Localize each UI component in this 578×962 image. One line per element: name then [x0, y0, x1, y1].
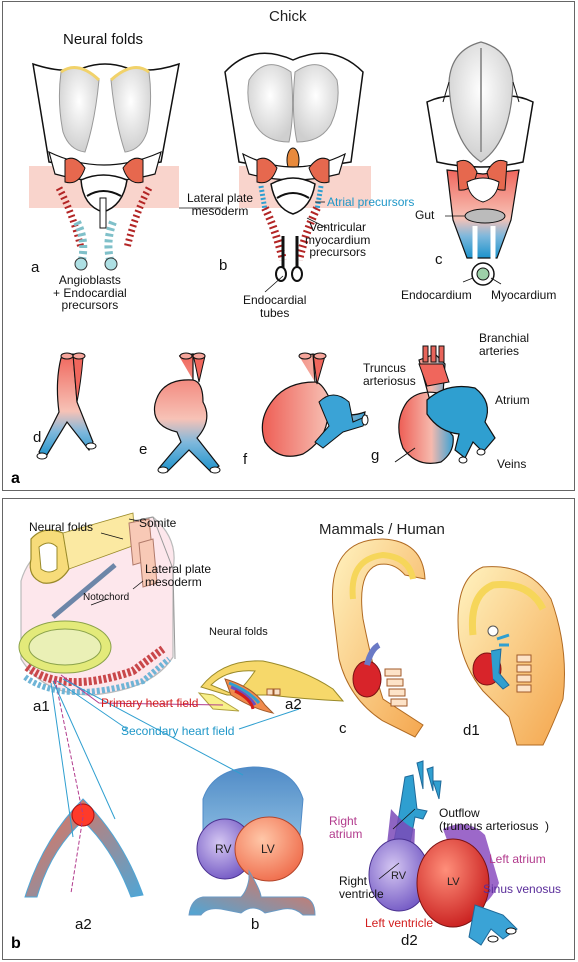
- label-sinus-venosus: Sinus venosus: [483, 882, 562, 896]
- label-primary-heart-field: Primary heart field: [101, 696, 199, 710]
- label-rv-d2: RV: [391, 870, 407, 882]
- heart-tube-d: [36, 352, 97, 460]
- label-lateral-plate-mesoderm-b: Lateral plate mesoderm: [145, 562, 212, 589]
- label-endocardium: Endocardium: [401, 288, 472, 302]
- label-notochord: Notochord: [83, 592, 130, 603]
- label-atrium: Atrium: [495, 393, 530, 407]
- stage-d2: d2: [401, 932, 418, 949]
- label-myocardium: Myocardium: [491, 288, 557, 302]
- label-atrial-precursors: Atrial precursors: [327, 195, 415, 209]
- panel-b-mammals: Mammals / Human Neural folds Somite Late…: [2, 498, 575, 960]
- heart-d2: [368, 760, 518, 946]
- label-somite: Somite: [139, 516, 177, 530]
- embryo-a: [29, 62, 180, 271]
- panel-b-leaders: [90, 518, 416, 880]
- label-angioblasts: Angioblasts + Endocardial precursors: [53, 273, 127, 313]
- label-neural-folds-a1: Neural folds: [29, 520, 94, 534]
- panel-a-leaders: [179, 201, 502, 293]
- stage-c-human: c: [339, 720, 347, 737]
- label-left-atrium: Left atrium: [489, 852, 546, 866]
- label-right-atrium: Right atrium: [329, 814, 363, 841]
- stage-a1: a1: [33, 698, 50, 715]
- stage-d1: d1: [463, 722, 480, 739]
- label-lateral-plate-mesoderm: Lateral plate mesoderm: [187, 191, 254, 218]
- crescent-a2: [24, 798, 144, 898]
- label-right-ventricle: Right ventricle: [339, 874, 384, 901]
- stage-b-heart: b: [251, 916, 260, 933]
- label-truncus-arteriosus: Truncus arteriosus: [363, 361, 416, 388]
- label-secondary-heart-field: Secondary heart field: [121, 724, 235, 738]
- label-endocardial-tubes: Endocardial tubes: [243, 293, 307, 320]
- panel-b-drawing: [18, 512, 565, 946]
- panel-b-title: Mammals / Human: [319, 521, 445, 538]
- embryo-c-human: [331, 538, 426, 738]
- label-gut: Gut: [415, 208, 435, 222]
- embryo-d1: [457, 566, 565, 746]
- stage-b: b: [219, 257, 228, 274]
- stage-a2-upper: a2: [285, 696, 302, 713]
- label-outflow: Outflow (truncus arteriosus ): [439, 806, 550, 833]
- label-rv-b: RV: [215, 842, 232, 856]
- label-lv-d2: LV: [447, 876, 460, 888]
- label-left-ventricle: Left ventricle: [365, 916, 434, 930]
- panel-letter-a: a: [11, 470, 20, 487]
- stage-f: f: [243, 451, 248, 468]
- stage-d: d: [33, 429, 42, 446]
- panel-a-title: Chick: [269, 8, 307, 25]
- embryo-a2-upper: [197, 660, 345, 714]
- label-veins: Veins: [497, 457, 527, 471]
- embryo-c: [426, 41, 534, 286]
- heart-g: [394, 345, 496, 464]
- embryo-b: [224, 52, 371, 282]
- embryo-a1: [18, 512, 176, 696]
- panel-a-chick: Chick Neural folds Lateral plate mesoder…: [2, 1, 575, 491]
- label-branchial-arteries: Branchial arteries: [479, 331, 530, 358]
- stage-e: e: [139, 441, 148, 458]
- label-lv-b: LV: [261, 842, 275, 856]
- stage-g: g: [371, 447, 380, 464]
- label-ventricular-precursors: Ventricular myocardium precursors: [305, 220, 371, 260]
- panel-letter-b: b: [11, 935, 21, 952]
- stage-c: c: [435, 251, 443, 268]
- heart-tube-f: [261, 352, 369, 457]
- stage-a2-lower: a2: [75, 916, 92, 933]
- heart-tube-e: [153, 352, 221, 474]
- label-neural-folds-a2: Neural folds: [209, 626, 268, 638]
- panel-a-drawing: [29, 41, 534, 474]
- heart-b: [188, 766, 316, 916]
- label-neural-folds: Neural folds: [63, 31, 144, 48]
- panel-b-connectors: [50, 674, 300, 894]
- stage-a: a: [31, 259, 40, 276]
